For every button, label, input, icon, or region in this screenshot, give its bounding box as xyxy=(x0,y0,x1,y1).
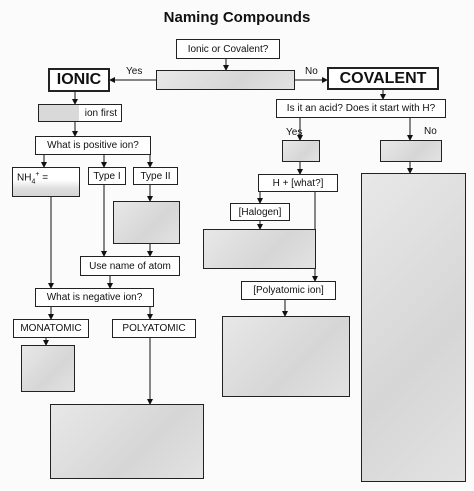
ionic-header: IONIC xyxy=(48,68,110,92)
is-acid-box: Is it an acid? Does it start with H? xyxy=(276,99,446,118)
polyatomic-ion-box: [Polyatomic ion] xyxy=(241,281,336,300)
negative-ion-box: What is negative ion? xyxy=(35,288,154,307)
use-name-box: Use name of atom xyxy=(80,256,180,276)
answer-blank-top xyxy=(156,70,295,90)
polyatomic-ion-answer-blank xyxy=(222,316,350,397)
h-plus-what-box: H + [what?] xyxy=(258,174,338,192)
halogen-box: [Halogen] xyxy=(230,203,290,221)
monatomic-box: MONATOMIC xyxy=(13,319,89,338)
ion-first-box: ion first xyxy=(38,104,122,122)
acid-yes-blank xyxy=(282,140,320,162)
edge-label-acid-no: No xyxy=(424,126,437,137)
halogen-answer-blank xyxy=(203,229,316,269)
covalent-no-answer-blank xyxy=(361,173,466,482)
type2-answer-blank xyxy=(113,201,180,244)
edge-label-acid-yes: Yes xyxy=(286,127,303,138)
nh4-box: NH4+ = xyxy=(12,167,80,197)
covalent-header: COVALENT xyxy=(327,67,439,90)
polyatomic-box: POLYATOMIC xyxy=(112,319,196,338)
edge-label-no: No xyxy=(305,66,318,77)
edge-label-yes: Yes xyxy=(126,66,143,77)
positive-ion-box: What is positive ion? xyxy=(35,136,151,155)
type2-box: Type II xyxy=(133,167,178,185)
polyatomic-answer-blank xyxy=(50,404,204,479)
page-title: Naming Compounds xyxy=(163,9,311,26)
ion-first-label: ion first xyxy=(84,107,117,119)
nh4-label: NH4+ = xyxy=(17,171,49,186)
ionic-or-covalent-box: Ionic or Covalent? xyxy=(176,39,280,59)
acid-no-blank xyxy=(380,140,442,162)
type1-box: Type I xyxy=(88,167,126,185)
monatomic-answer-blank xyxy=(21,345,75,392)
